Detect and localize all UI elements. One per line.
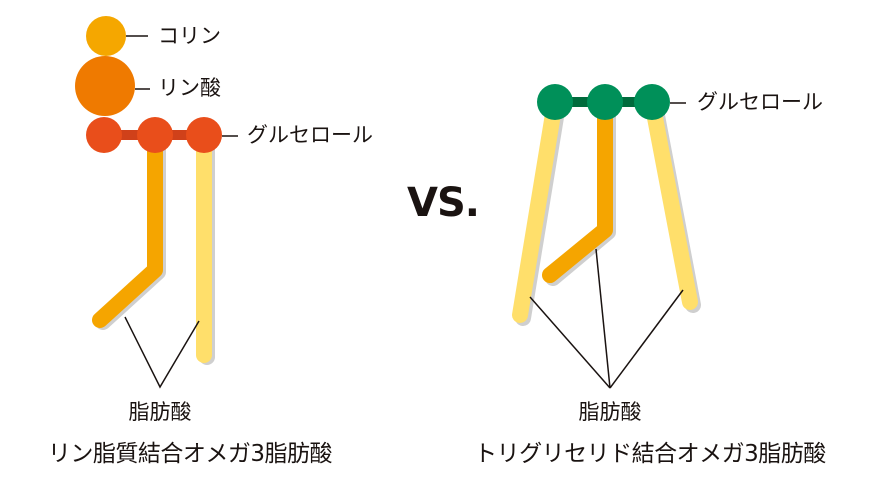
fatty-acid-tail-yellow-left <box>512 94 563 323</box>
glycerol-node-1 <box>537 84 573 120</box>
glycerol-node-3 <box>634 84 670 120</box>
glycerol-node-1 <box>86 117 122 153</box>
choline-label: コリン <box>158 24 221 48</box>
triglyceride-molecule <box>512 84 701 389</box>
fatty-acid-tail-orange <box>92 127 163 328</box>
glycerol-node-3 <box>186 117 222 153</box>
triglyceride-title: トリグリセリド結合オメガ3脂肪酸 <box>474 441 826 467</box>
vs-label: VS. <box>407 180 480 226</box>
glycerol-label-left: グルセロール <box>247 123 373 147</box>
fatty-acid-tail-yellow-right <box>644 94 698 310</box>
fatty-acid-label-left: 脂肪酸 <box>128 400 192 424</box>
phospholipid-title: リン脂質結合オメガ3脂肪酸 <box>47 441 333 467</box>
fatty-acid-tail-orange <box>542 94 613 283</box>
phospholipid-molecule <box>75 16 238 389</box>
fatty-acid-pointer <box>529 248 684 389</box>
phosphate-label: リン酸 <box>158 76 221 100</box>
choline-node <box>86 16 126 56</box>
fatty-acid-pointer <box>124 316 200 389</box>
glycerol-node-2 <box>587 84 623 120</box>
glycerol-node-2 <box>137 117 173 153</box>
phosphate-node <box>75 56 135 116</box>
glycerol-label-right: グルセロール <box>697 90 823 114</box>
fatty-acid-label-right: 脂肪酸 <box>578 400 642 424</box>
